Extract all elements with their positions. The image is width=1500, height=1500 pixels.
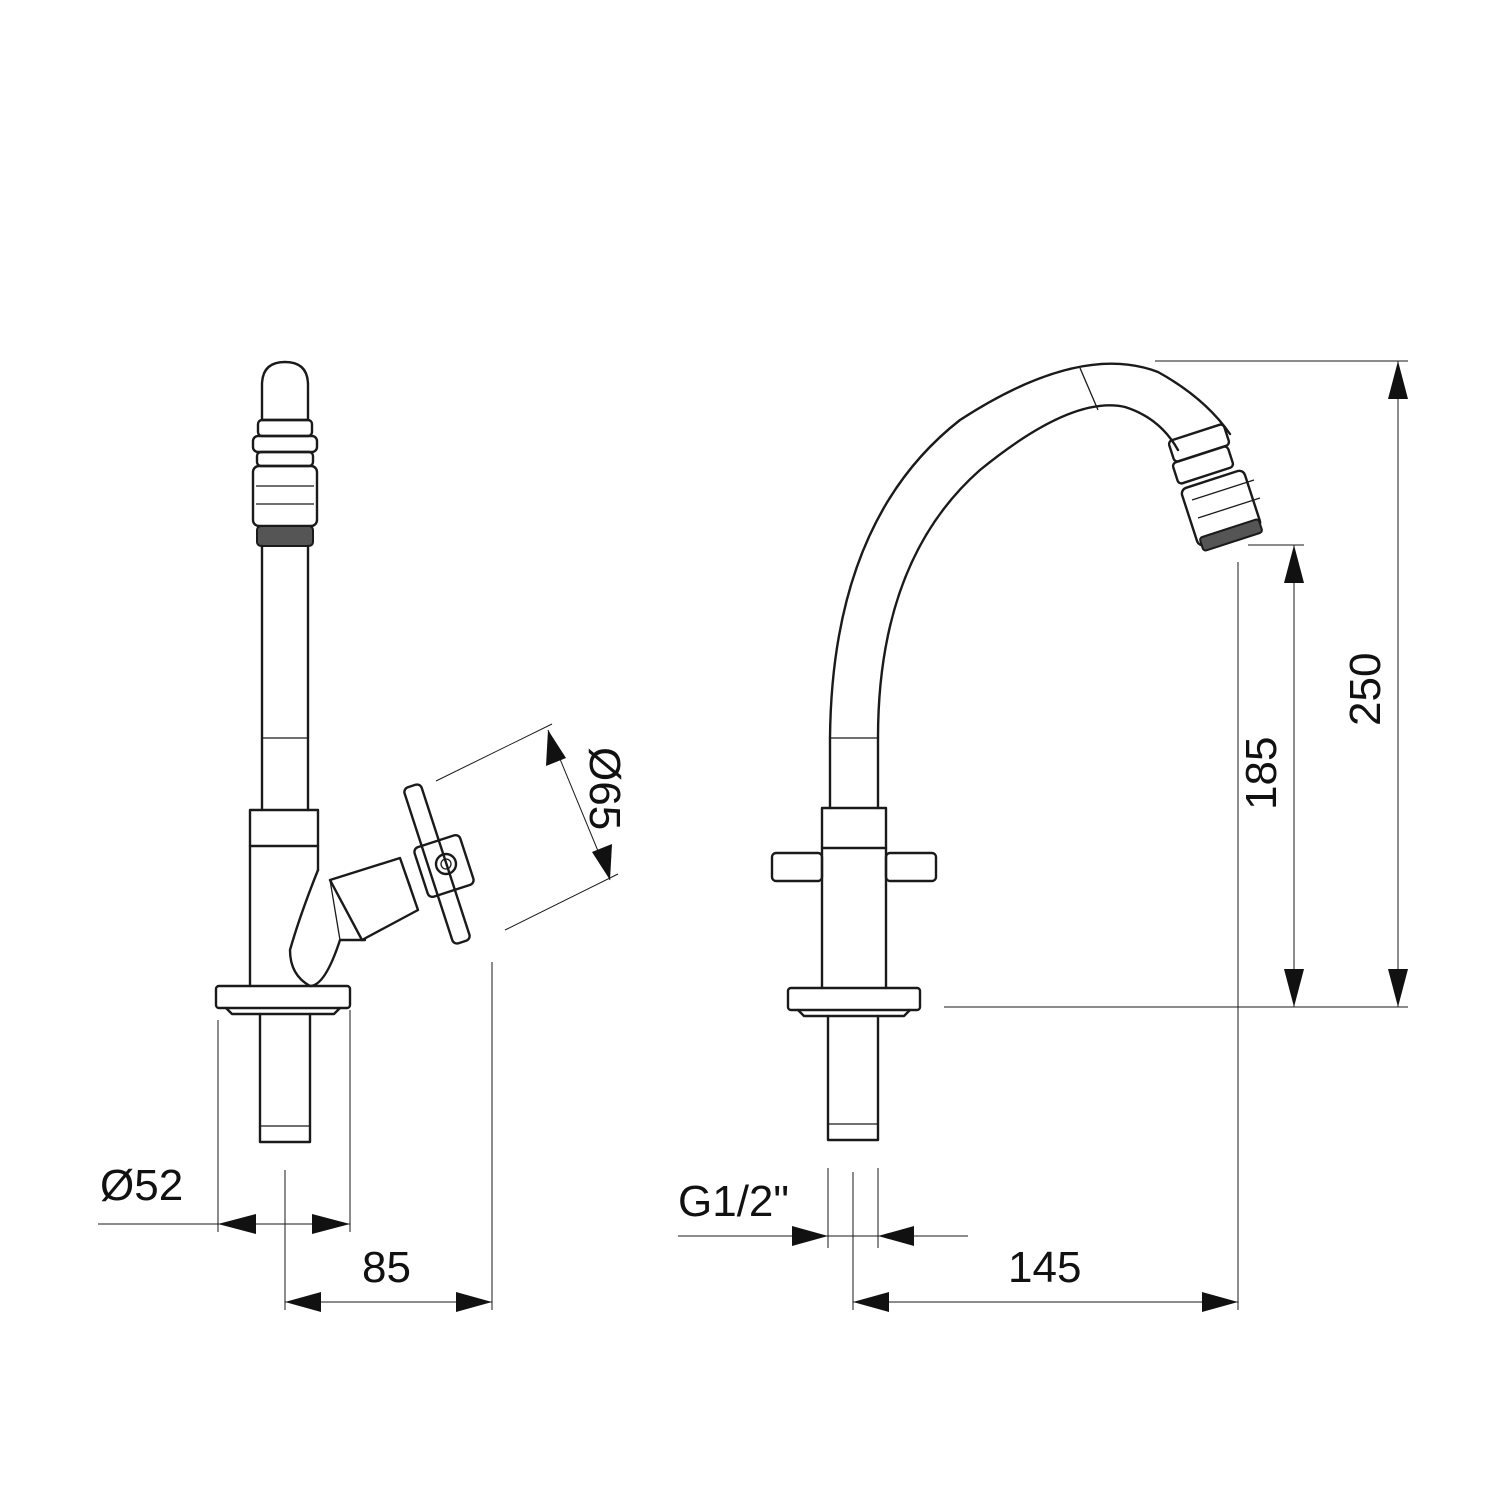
dim-arrow bbox=[792, 1226, 828, 1246]
side-spout-tube bbox=[260, 544, 310, 812]
side-base-flange bbox=[214, 984, 352, 1010]
front-nozzle-ring bbox=[1167, 423, 1231, 463]
dim-arrow bbox=[218, 1214, 256, 1234]
dim-label-thread: G1/2" bbox=[678, 1177, 789, 1226]
side-aerator-ring bbox=[256, 418, 314, 438]
dim-arrow bbox=[285, 1292, 321, 1312]
dim-arrow bbox=[1284, 969, 1304, 1007]
dim-arrow bbox=[878, 1226, 914, 1246]
front-spout-outer bbox=[828, 362, 1232, 740]
front-nozzle-ring bbox=[1171, 445, 1235, 485]
dim-arrow bbox=[1388, 969, 1408, 1007]
side-handle-screw bbox=[434, 852, 458, 876]
side-body-collar bbox=[248, 808, 320, 848]
dim-arrow bbox=[546, 730, 566, 766]
front-handle-arm-left bbox=[770, 851, 824, 883]
dim-arrow bbox=[853, 1292, 889, 1312]
front-handle-arm-right bbox=[884, 851, 938, 883]
dim-arrow bbox=[1202, 1292, 1238, 1312]
dim-label-total-height: 250 bbox=[1341, 653, 1390, 726]
dim-arrow bbox=[1284, 545, 1304, 583]
side-valve-housing bbox=[288, 868, 367, 988]
side-aerator-ring bbox=[255, 450, 315, 468]
front-view bbox=[770, 362, 1263, 1142]
dim-arrow bbox=[312, 1214, 350, 1234]
side-handle-arm bbox=[403, 783, 471, 945]
front-body-column bbox=[820, 846, 888, 990]
side-aerator-body bbox=[251, 464, 319, 528]
side-view bbox=[214, 360, 475, 1144]
dim-label-side-depth: 85 bbox=[362, 1243, 411, 1292]
dim-arrow bbox=[592, 844, 612, 880]
dim-label-handle-diameter: Ø65 bbox=[580, 747, 629, 830]
dim-label-base-diameter: Ø52 bbox=[100, 1161, 183, 1210]
front-spout-inner bbox=[876, 404, 1180, 740]
dim-label-spout-clearance: 185 bbox=[1237, 737, 1286, 810]
side-handle-hub bbox=[413, 833, 475, 899]
side-view-dimensions: Ø52 85 Ø65 bbox=[98, 723, 629, 1312]
side-aerator-mesh bbox=[256, 525, 314, 547]
side-shank bbox=[258, 1012, 312, 1144]
dim-arrow bbox=[456, 1292, 492, 1312]
front-aerator-mesh bbox=[1199, 518, 1263, 552]
dim-arrow bbox=[1388, 361, 1408, 399]
side-aerator-ring bbox=[251, 434, 319, 454]
front-body-collar bbox=[820, 806, 888, 850]
side-body-column bbox=[248, 844, 320, 988]
front-base-flange bbox=[786, 986, 922, 1012]
front-view-dimensions: G1/2" 145 185 250 bbox=[678, 360, 1408, 1312]
dim-label-spout-reach: 145 bbox=[1008, 1243, 1081, 1292]
front-shank bbox=[826, 1014, 880, 1142]
side-aerator-cap bbox=[260, 360, 310, 422]
